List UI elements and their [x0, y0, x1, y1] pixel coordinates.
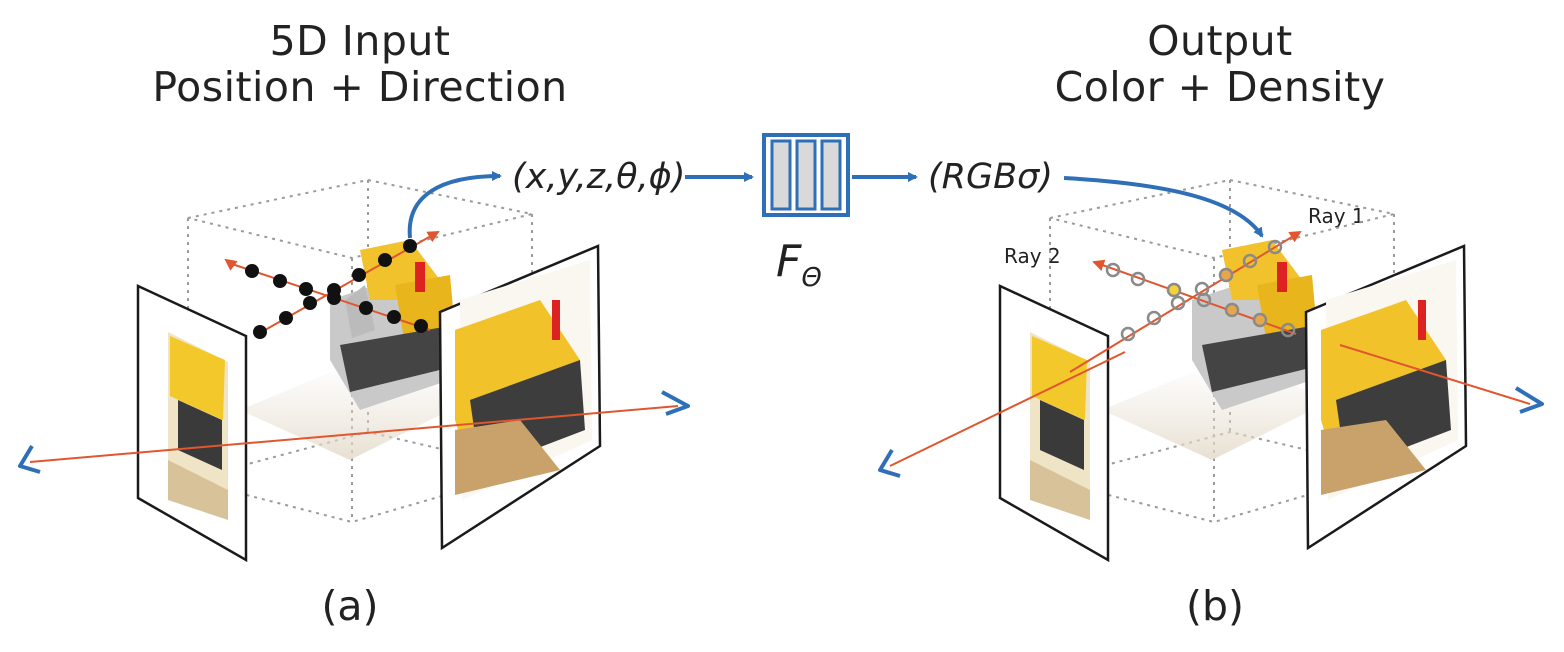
image-plane-b-left: [998, 284, 1110, 563]
sample-points-a: [245, 239, 428, 339]
panel-a-title: 5D Input Position + Direction: [100, 18, 620, 110]
panel-b-title-line1: Output: [1147, 17, 1293, 65]
output-rgb-sigma-label: (RGBσ): [928, 157, 1053, 197]
network-label-sub: Θ: [801, 262, 822, 293]
network-label-main: F: [776, 236, 802, 287]
network-block: [762, 133, 850, 217]
input-5d-label: (x,y,z,θ,ϕ): [512, 157, 686, 197]
panel-b-title: Output Color + Density: [970, 18, 1470, 110]
panel-b-caption: (b): [1185, 582, 1245, 630]
ray-2-label: Ray 2: [1004, 244, 1061, 268]
camera-chevron-a-left: [18, 444, 41, 474]
camera-chevron-a-right: [661, 390, 690, 416]
bulldozer-model-b: [1192, 240, 1322, 410]
panel-b-scene: [878, 176, 1544, 563]
panel-a-title-line2: Position + Direction: [152, 63, 568, 111]
panel-a-scene: [18, 171, 690, 563]
image-plane-a-left: [136, 284, 248, 563]
panel-a-title-line1: 5D Input: [269, 17, 451, 65]
sample-ray-a-2-head: [224, 258, 238, 271]
sample-points-b: [1105, 239, 1296, 342]
panel-a-caption: (a): [321, 582, 379, 630]
camera-chevron-b-left: [878, 448, 901, 478]
output-curve-arrow: [1063, 176, 1264, 238]
camera-ray-b-right: [1339, 344, 1531, 405]
network-label: FΘ: [776, 236, 822, 293]
ray-1-label: Ray 1: [1308, 204, 1365, 228]
input-curve-arrow: [407, 171, 502, 239]
image-plane-a-right: [438, 244, 602, 551]
camera-ray-b-left: [889, 351, 1126, 467]
camera-chevron-b-right: [1514, 386, 1544, 414]
panel-b-title-line2: Color + Density: [1054, 63, 1386, 111]
camera-ray-a: [29, 405, 679, 463]
image-plane-b-right: [1304, 244, 1468, 551]
